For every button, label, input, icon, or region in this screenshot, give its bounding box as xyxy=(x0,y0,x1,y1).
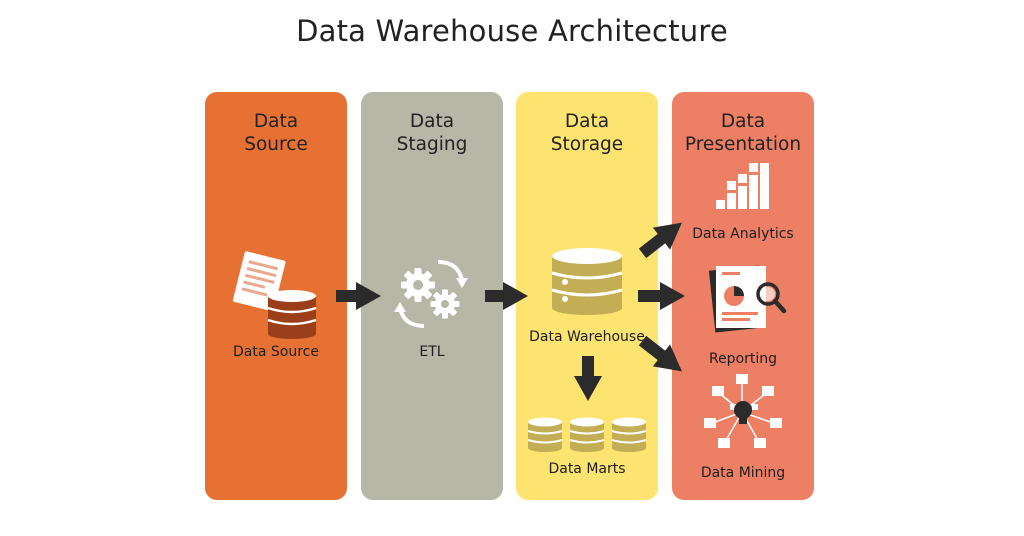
idea-network-icon xyxy=(704,374,782,448)
label-data-mining: Data Mining xyxy=(700,465,786,481)
arrow-icon xyxy=(574,356,602,401)
label-data-source: Data Source xyxy=(233,344,319,360)
label-etl: ETL xyxy=(419,344,445,360)
database-icon xyxy=(569,417,605,452)
arrow-icon xyxy=(638,335,682,372)
label-data-analytics: Data Analytics xyxy=(692,226,794,242)
report-magnifier-icon xyxy=(708,265,787,333)
database-icon xyxy=(267,290,317,339)
arrow-icon xyxy=(485,282,528,310)
arrow-icon xyxy=(638,222,682,259)
database-icon xyxy=(611,417,647,452)
arrow-icon xyxy=(638,282,685,310)
page-title: Data Warehouse Architecture xyxy=(296,14,728,48)
gears-icon xyxy=(394,260,468,328)
label-reporting: Reporting xyxy=(708,351,778,367)
label-data-warehouse: Data Warehouse xyxy=(529,329,645,345)
label-data-marts: Data Marts xyxy=(548,461,626,477)
bar-chart-icon xyxy=(716,163,769,209)
arrow-icon xyxy=(336,282,381,310)
database-icon xyxy=(551,248,623,315)
database-icon xyxy=(527,417,563,452)
